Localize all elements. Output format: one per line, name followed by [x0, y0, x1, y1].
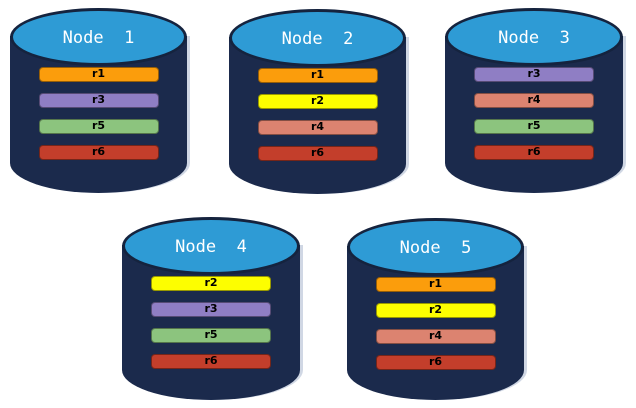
node-2-cylinder: Node 2 r1 r2 r4 r6: [229, 9, 406, 194]
replica-list: r1 r3 r5 r6: [10, 67, 187, 160]
node-label: Node 4: [175, 237, 247, 257]
replica-bar: r1: [38, 67, 159, 82]
node-5-cylinder: Node 5 r1 r2 r4 r6: [347, 218, 524, 400]
replica-list: r3 r4 r5 r6: [445, 67, 623, 160]
node-label: Node 2: [281, 29, 354, 49]
replica-bar: r6: [375, 355, 496, 370]
node-1-cylinder: Node 1 r1 r3 r5 r6: [10, 8, 187, 193]
replica-list: r2 r3 r5 r6: [122, 276, 300, 369]
replica-bar: r6: [151, 354, 271, 369]
replica-bar: r6: [474, 145, 594, 160]
node-4-cylinder: Node 4 r2 r3 r5 r6: [122, 217, 300, 400]
database-cylinder-top: Node 2: [229, 9, 406, 67]
replica-bar: r6: [38, 145, 159, 160]
node-label: Node 3: [498, 28, 570, 48]
replica-bar: r6: [257, 146, 378, 161]
database-cylinder-top: Node 4: [122, 217, 300, 275]
node-3-cylinder: Node 3 r3 r4 r5 r6: [445, 8, 623, 193]
replica-bar: r1: [257, 68, 378, 83]
node-label: Node 5: [399, 238, 472, 258]
replica-bar: r2: [257, 94, 378, 109]
replica-bar: r4: [257, 120, 378, 135]
replica-bar: r4: [375, 329, 496, 344]
replica-bar: r4: [474, 93, 594, 108]
database-cylinder-top: Node 3: [445, 8, 623, 66]
replica-bar: r2: [151, 276, 271, 291]
replica-bar: r5: [151, 328, 271, 343]
replica-bar: r5: [38, 119, 159, 134]
replica-bar: r3: [151, 302, 271, 317]
replica-bar: r3: [474, 67, 594, 82]
replica-bar: r1: [375, 277, 496, 292]
replica-list: r1 r2 r4 r6: [229, 68, 406, 161]
replica-list: r1 r2 r4 r6: [347, 277, 524, 370]
node-label: Node 1: [62, 28, 135, 48]
replica-bar: r2: [375, 303, 496, 318]
database-cylinder-top: Node 1: [10, 8, 187, 66]
replica-bar: r5: [474, 119, 594, 134]
replica-bar: r3: [38, 93, 159, 108]
database-cylinder-top: Node 5: [347, 218, 524, 276]
